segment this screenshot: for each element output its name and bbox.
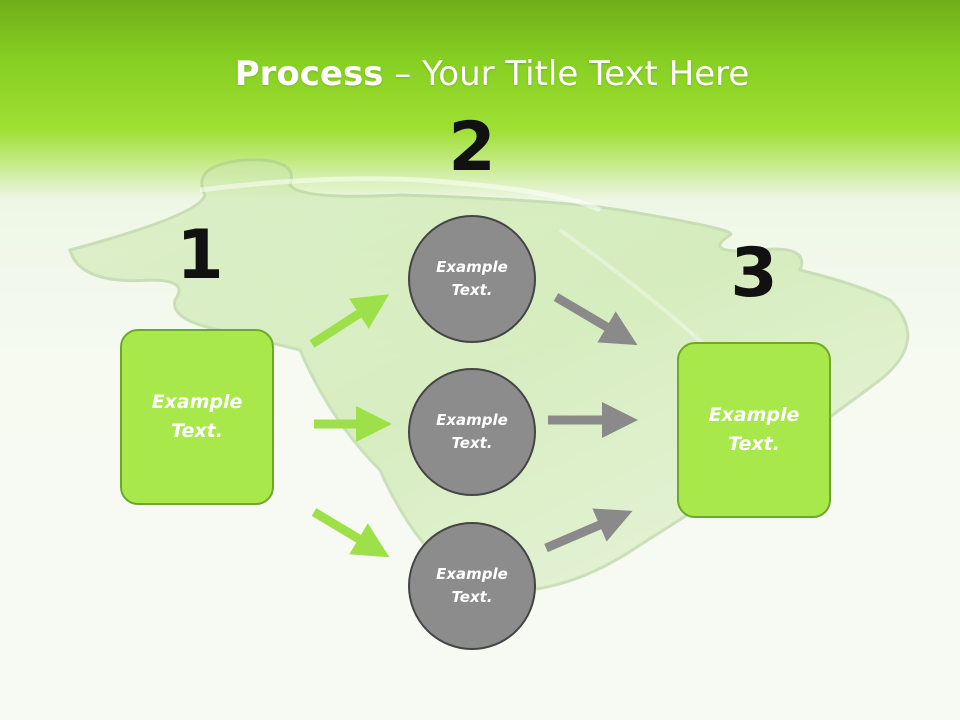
end-box-text: Example Text. xyxy=(708,404,800,455)
middle-circle-1: Example Text. xyxy=(408,215,536,343)
arrow-to-circle-3 xyxy=(311,508,390,558)
middle-circle-1-text: Example Text. xyxy=(436,258,508,299)
middle-circle-3: Example Text. xyxy=(408,522,536,650)
step-number-2: 2 xyxy=(448,108,496,187)
arrow-from-circle-1 xyxy=(553,293,638,346)
end-box: Example Text. xyxy=(677,342,831,518)
step-number-3: 3 xyxy=(730,234,778,313)
start-box: Example Text. xyxy=(120,329,274,505)
start-box-text: Example Text. xyxy=(151,391,243,442)
arrow-from-circle-3 xyxy=(544,508,633,553)
arrow-to-circle-1 xyxy=(309,294,390,348)
title-bold: Process xyxy=(234,54,384,94)
title-rest: – Your Title Text Here xyxy=(383,54,750,94)
slide-title: Process – Your Title Text Here xyxy=(0,52,960,96)
step-number-1: 1 xyxy=(176,216,224,295)
middle-circle-2-text: Example Text. xyxy=(436,411,508,452)
middle-circle-3-text: Example Text. xyxy=(436,565,508,606)
middle-circle-2: Example Text. xyxy=(408,368,536,496)
